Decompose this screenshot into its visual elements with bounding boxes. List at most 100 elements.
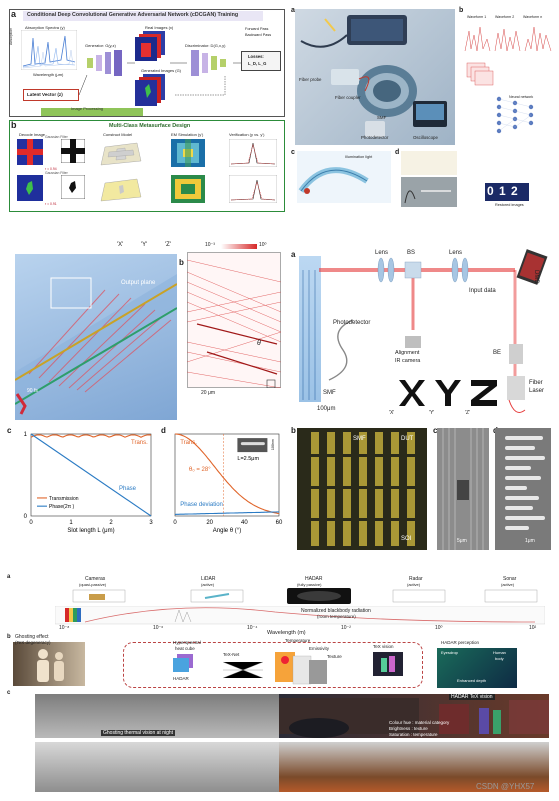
waveform-n-label: Waveform n	[523, 15, 543, 19]
body-label: body	[495, 656, 504, 661]
chart-d-x-tick: 20	[206, 520, 213, 526]
chart-c-xlabel: Slot length L (μm)	[67, 528, 114, 534]
restored-digits: 0 1 2	[487, 184, 519, 198]
y-label: 'Y'	[141, 242, 148, 248]
field-map-lines	[187, 259, 281, 388]
constructed-model-1	[100, 142, 142, 166]
tex-vision-icon	[373, 652, 403, 676]
panel-label-d: d	[395, 149, 400, 156]
generated-images-label: Generated Images (G)	[141, 68, 182, 73]
chart-d-transmission-line	[174, 433, 280, 515]
field-map	[187, 252, 281, 388]
fiber-photo-curve	[404, 190, 451, 204]
smf-label: SMF	[323, 390, 336, 396]
chart-d-inset-slot	[240, 442, 265, 446]
restored-images-label: Restored images	[495, 203, 524, 207]
chart-d-x-tick: 40	[241, 520, 248, 526]
sonar-label: Sonar	[503, 576, 517, 582]
texture-label: Texture	[327, 654, 342, 659]
fiber-label: Fiber	[529, 380, 543, 386]
chart-c-x-tick: 1	[69, 520, 73, 526]
laser-label: Laser	[529, 388, 545, 394]
panel-label-a: a	[291, 7, 295, 14]
real-images-label: Real Images (x)	[145, 25, 174, 30]
chart-d-xlabel: Angle θ (°)	[213, 528, 241, 534]
verify-label: Verification (y vs. y')	[229, 132, 265, 137]
room-temp-label: (room temperature)	[317, 614, 356, 619]
hadar-pipeline-label: HADAR	[173, 676, 189, 681]
texnet-icon	[223, 661, 263, 679]
ghosting-caption: Ghosting thermal vision at night	[101, 730, 176, 736]
oscilloscope-label: Oscilloscope	[413, 135, 438, 140]
ghost-figures	[37, 649, 64, 682]
ir-camera-label: IR camera	[395, 358, 421, 364]
panel-label-c: c	[7, 426, 12, 435]
cameras-label: Cameras	[85, 576, 106, 582]
absorption-spectra-plot	[21, 30, 77, 70]
chart-d-nm-label: 100nm	[271, 439, 275, 450]
panel-label-d: d	[161, 426, 166, 435]
lens-label: Lens	[375, 250, 389, 256]
tex-vision-label: TeX vision	[373, 644, 394, 649]
panel-label-c: c	[433, 426, 438, 435]
scale-bar-b: 20 μm	[201, 390, 215, 396]
be-label: BE	[493, 350, 502, 356]
neural-network-illustration	[466, 62, 534, 134]
microscope-stripes	[297, 432, 427, 546]
figure-optical-setup: a Lens BS Lens DMD Input data Photodetec…	[289, 240, 555, 554]
panel-label-b: b	[179, 258, 184, 267]
figure-metasurface: a 'X' 'Y' 'Z' Output plane 90 fs b 10⁻³ …	[5, 240, 287, 538]
filtered-image-2	[61, 175, 85, 199]
fiber-photo	[401, 177, 457, 207]
chart-d-phase-label: Phase deviation	[180, 502, 223, 508]
discriminator-label: Discriminator: D(G,x,y)	[185, 43, 226, 48]
smf-microscope-label: SMF	[353, 436, 366, 442]
scale-c-label: 5μm	[457, 538, 467, 544]
wavelength-tick: 10⁻⁴	[247, 625, 258, 631]
wavelength-tick: 10⁻⁶	[153, 625, 164, 631]
heat-cube-icon	[173, 654, 193, 672]
x-label: 'X'	[117, 242, 124, 248]
losses-formula: L_D, L_G	[248, 61, 267, 66]
cdcgan-training-panel	[9, 9, 285, 117]
metasurface-design-panel	[9, 120, 285, 212]
latent-vector-box	[23, 89, 79, 101]
r-value-2: r = 0.91	[45, 202, 57, 206]
image-processing-label: Image Processing	[71, 106, 104, 111]
lidar-label: LiDAR	[201, 576, 216, 582]
colour-hue-caption: Colour hue : material category	[389, 720, 450, 725]
waveform-plots	[464, 26, 552, 52]
panel-label-a: a	[11, 9, 17, 19]
waveform-2-label: Waveform 2	[495, 15, 515, 19]
wavelength-tick: 10⁻⁸	[59, 625, 70, 631]
absorption-axis-label: Absorption	[9, 27, 13, 45]
cdcgan-title: Conditional Deep Convolutional Generativ…	[27, 12, 239, 18]
sem-image-d-pattern	[505, 436, 545, 530]
pulse-label: 90 fs	[27, 388, 38, 394]
chart-c-x-tick: 2	[109, 520, 113, 526]
r-value-1: r = 0.94	[45, 167, 57, 171]
coupler-diagram	[401, 151, 457, 175]
x-pattern-label: 'X'	[389, 410, 395, 416]
colorbar	[221, 244, 257, 249]
texnet-label: TeX-Net	[223, 652, 240, 657]
watermark: CSDN @YHX57	[476, 782, 535, 791]
filtered-image-1	[61, 139, 85, 163]
scale-label: 100μm	[317, 406, 336, 412]
neural-network-label: Neural network	[509, 95, 534, 99]
image-processing-arrow	[41, 108, 143, 116]
generated-images-stack	[135, 74, 165, 106]
chart-c-y-tick: 0	[24, 514, 28, 520]
input-data-label: Input data	[469, 288, 496, 294]
losses-label: Losses:	[248, 54, 264, 59]
tex-degeneracy-label: (TeX degeneracy)	[15, 640, 51, 645]
hyperspectral-label: Hyperspectral	[173, 640, 201, 645]
chart-d-length-label: L=2.5μm	[237, 456, 259, 462]
chart-c-trans-label: Trans.	[131, 440, 148, 446]
discriminator-network	[191, 50, 226, 76]
gaussian-filter-label-2: Gaussian Filter	[45, 171, 68, 175]
probe-drawing	[298, 167, 369, 194]
chart-d-x-tick: 0	[173, 520, 177, 526]
